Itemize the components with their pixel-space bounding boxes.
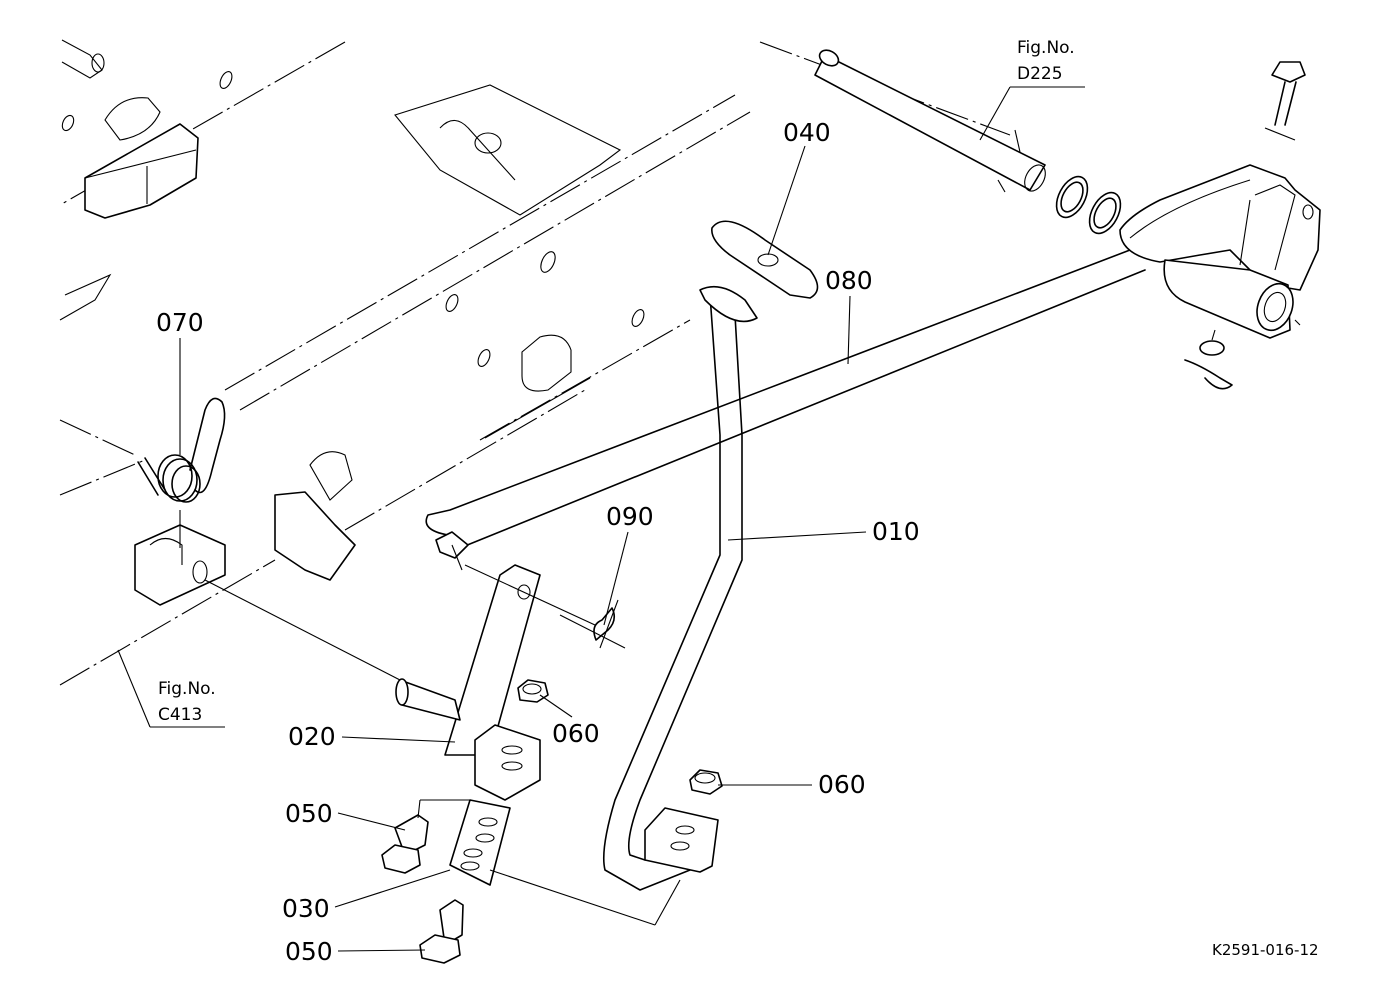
figure-ref-number: D225	[1017, 64, 1063, 84]
part-number-030: 030	[282, 894, 330, 923]
callout-030: 030	[282, 869, 451, 923]
figure-ref-number: C413	[158, 705, 202, 725]
part-number-090: 090	[606, 502, 654, 531]
figure-ref-label: Fig.No.	[1017, 38, 1075, 58]
nut-060-right	[689, 769, 723, 795]
part-number-050: 050	[285, 799, 333, 828]
figure-ref-d225: Fig.No. D225	[979, 38, 1085, 141]
callout-060-left: 060	[539, 694, 600, 748]
spring-070	[137, 397, 226, 503]
callout-080: 080	[825, 266, 873, 365]
callout-090: 090	[603, 502, 654, 626]
part-number-060: 060	[552, 719, 600, 748]
cotter-pin-090	[559, 599, 626, 649]
nut-060-left	[517, 679, 549, 703]
part-number-080: 080	[825, 266, 873, 295]
part-number-040: 040	[783, 118, 831, 147]
drawing-code: K2591-016-12	[1212, 941, 1319, 959]
part-number-020: 020	[288, 722, 336, 751]
plate-030	[420, 799, 656, 926]
upper-right-assembly	[814, 49, 1321, 390]
callout-020: 020	[288, 722, 456, 751]
frame-background	[59, 39, 1011, 686]
callout-050-lower: 050	[285, 937, 426, 966]
rod-080	[425, 249, 1146, 626]
part-number-010: 010	[872, 517, 920, 546]
callout-060-right: 060	[718, 770, 866, 799]
bolt-050-upper	[381, 814, 429, 874]
callout-070: 070	[156, 308, 204, 455]
leader-lines	[417, 799, 681, 926]
figure-ref-c413: Fig.No. C413	[117, 649, 225, 728]
callouts: 040 080 070 090 010 020 060 060	[156, 118, 920, 966]
pad-040	[711, 220, 819, 299]
callout-010: 010	[727, 517, 920, 546]
part-number-070: 070	[156, 308, 204, 337]
part-number-050: 050	[285, 937, 333, 966]
pedal-rod-010	[602, 285, 758, 891]
callout-040: 040	[767, 118, 831, 256]
arm-020	[395, 564, 541, 801]
bracket-block	[134, 510, 401, 681]
bolt-050-lower	[419, 899, 464, 964]
figure-ref-label: Fig.No.	[158, 679, 216, 699]
callout-050-upper: 050	[285, 799, 406, 831]
part-number-060: 060	[818, 770, 866, 799]
